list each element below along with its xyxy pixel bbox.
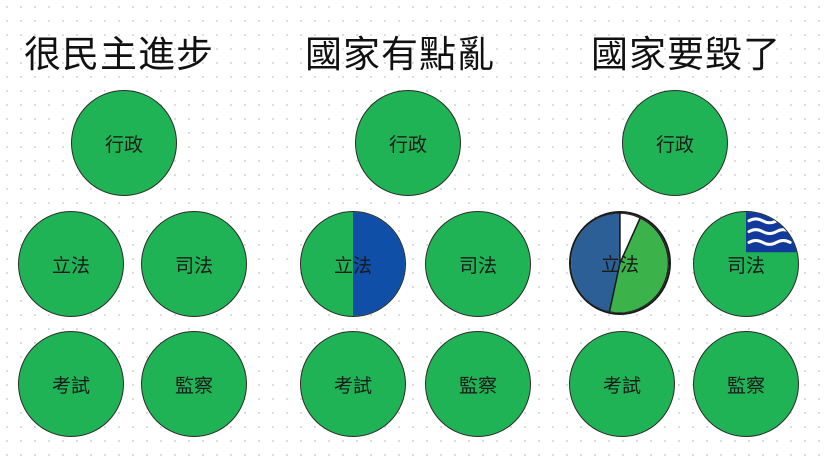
executive-branch-circle: 行政 [355,90,461,196]
executive-branch-circle: 行政 [622,90,728,196]
examination-branch-circle: 考試 [569,331,675,437]
judicial-label: 司法 [174,254,213,277]
control-branch-circle: 監察 [141,331,247,437]
judicial-label: 司法 [726,254,765,277]
executive-branch-circle: 行政 [71,90,177,196]
judicial-branch-circle-with-waves: 司法 [693,211,799,317]
legislative-branch-circle: 立法 [18,211,124,317]
judicial-branch-circle: 司法 [141,211,247,317]
legislative-label: 立法 [51,254,90,277]
control-label: 監察 [174,374,213,397]
legislative-label: 立法 [333,254,372,277]
legislative-branch-pie: 立法 [569,211,671,315]
legislative-label: 立法 [600,253,639,276]
examination-label: 考試 [333,374,372,397]
control-branch-circle: 監察 [693,331,799,437]
legislative-half-blue-fill [353,212,405,316]
examination-branch-circle: 考試 [18,331,124,437]
control-label: 監察 [726,374,765,397]
column-title-doomed: 國家要毀了 [591,33,781,76]
judicial-branch-circle: 司法 [425,211,531,317]
control-label: 監察 [458,374,497,397]
judicial-label: 司法 [458,254,497,277]
legislative-pie-fill [571,213,669,313]
control-branch-circle: 監察 [425,331,531,437]
column-title-democratic: 很民主進步 [24,33,214,76]
executive-label: 行政 [655,133,694,156]
legislative-branch-circle-half-blue: 立法 [300,211,406,317]
column-title-chaotic: 國家有點亂 [305,33,495,76]
executive-label: 行政 [388,133,427,156]
examination-branch-circle: 考試 [300,331,406,437]
examination-label: 考試 [602,374,641,397]
judicial-waves-fill [746,212,798,253]
executive-label: 行政 [104,133,143,156]
examination-label: 考試 [51,374,90,397]
